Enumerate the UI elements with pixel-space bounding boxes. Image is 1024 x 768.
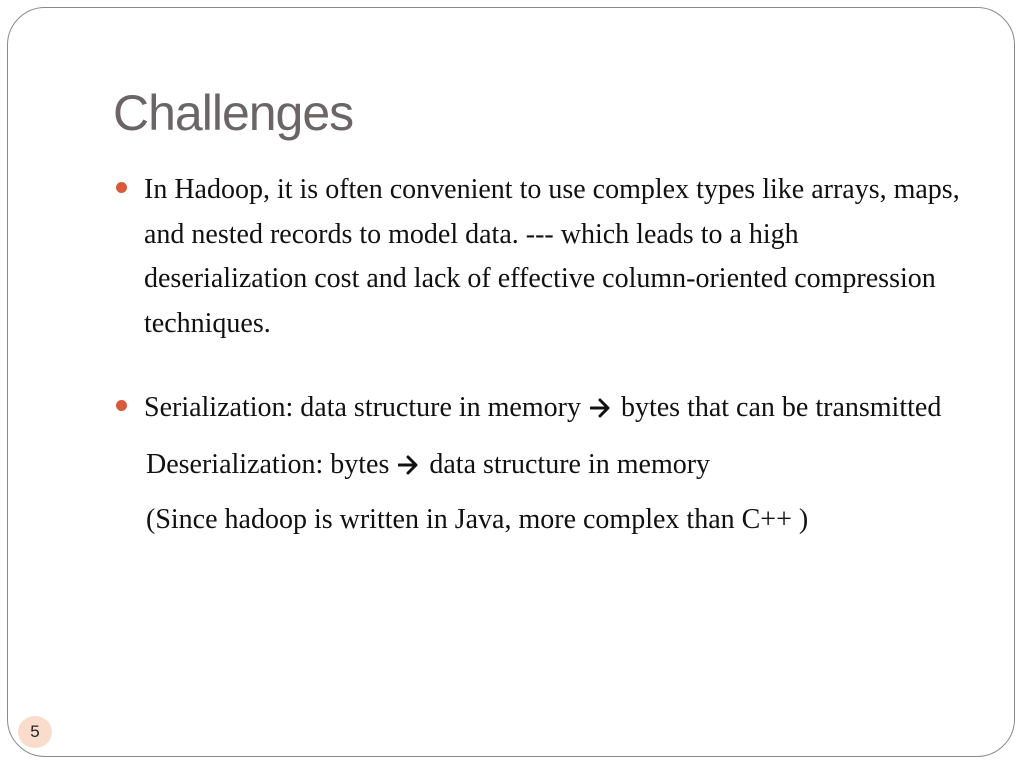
bullet-text: In Hadoop, it is often convenient to use…: [144, 174, 960, 339]
deserialization-line: Deserialization: bytes data structure in…: [112, 443, 962, 489]
page-number-badge: 5: [18, 716, 52, 748]
java-note-line: (Since hadoop is written in Java, more c…: [112, 498, 962, 542]
right-arrow-icon: [589, 388, 612, 433]
slide-title: Challenges: [113, 85, 354, 141]
slide-body: In Hadoop, it is often convenient to use…: [112, 168, 962, 542]
page-number: 5: [30, 722, 40, 741]
slide-frame: [7, 7, 1015, 757]
bullet-item-serialization: Serialization: data structure in memory …: [112, 386, 962, 433]
right-arrow-icon: [397, 445, 420, 489]
deserialization-text: Deserialization: bytes: [146, 448, 390, 480]
deserialization-result-text: data structure in memory: [429, 448, 711, 480]
serialization-text: Serialization: data structure in memory: [144, 392, 581, 423]
bullet-item-hadoop-complex-types: In Hadoop, it is often convenient to use…: [112, 168, 962, 346]
bullet-dot-icon: [116, 400, 127, 411]
java-note-text: (Since hadoop is written in Java, more c…: [146, 503, 809, 535]
serialization-result-text: bytes that can be transmitted: [620, 392, 942, 423]
bullet-dot-icon: [116, 182, 127, 193]
